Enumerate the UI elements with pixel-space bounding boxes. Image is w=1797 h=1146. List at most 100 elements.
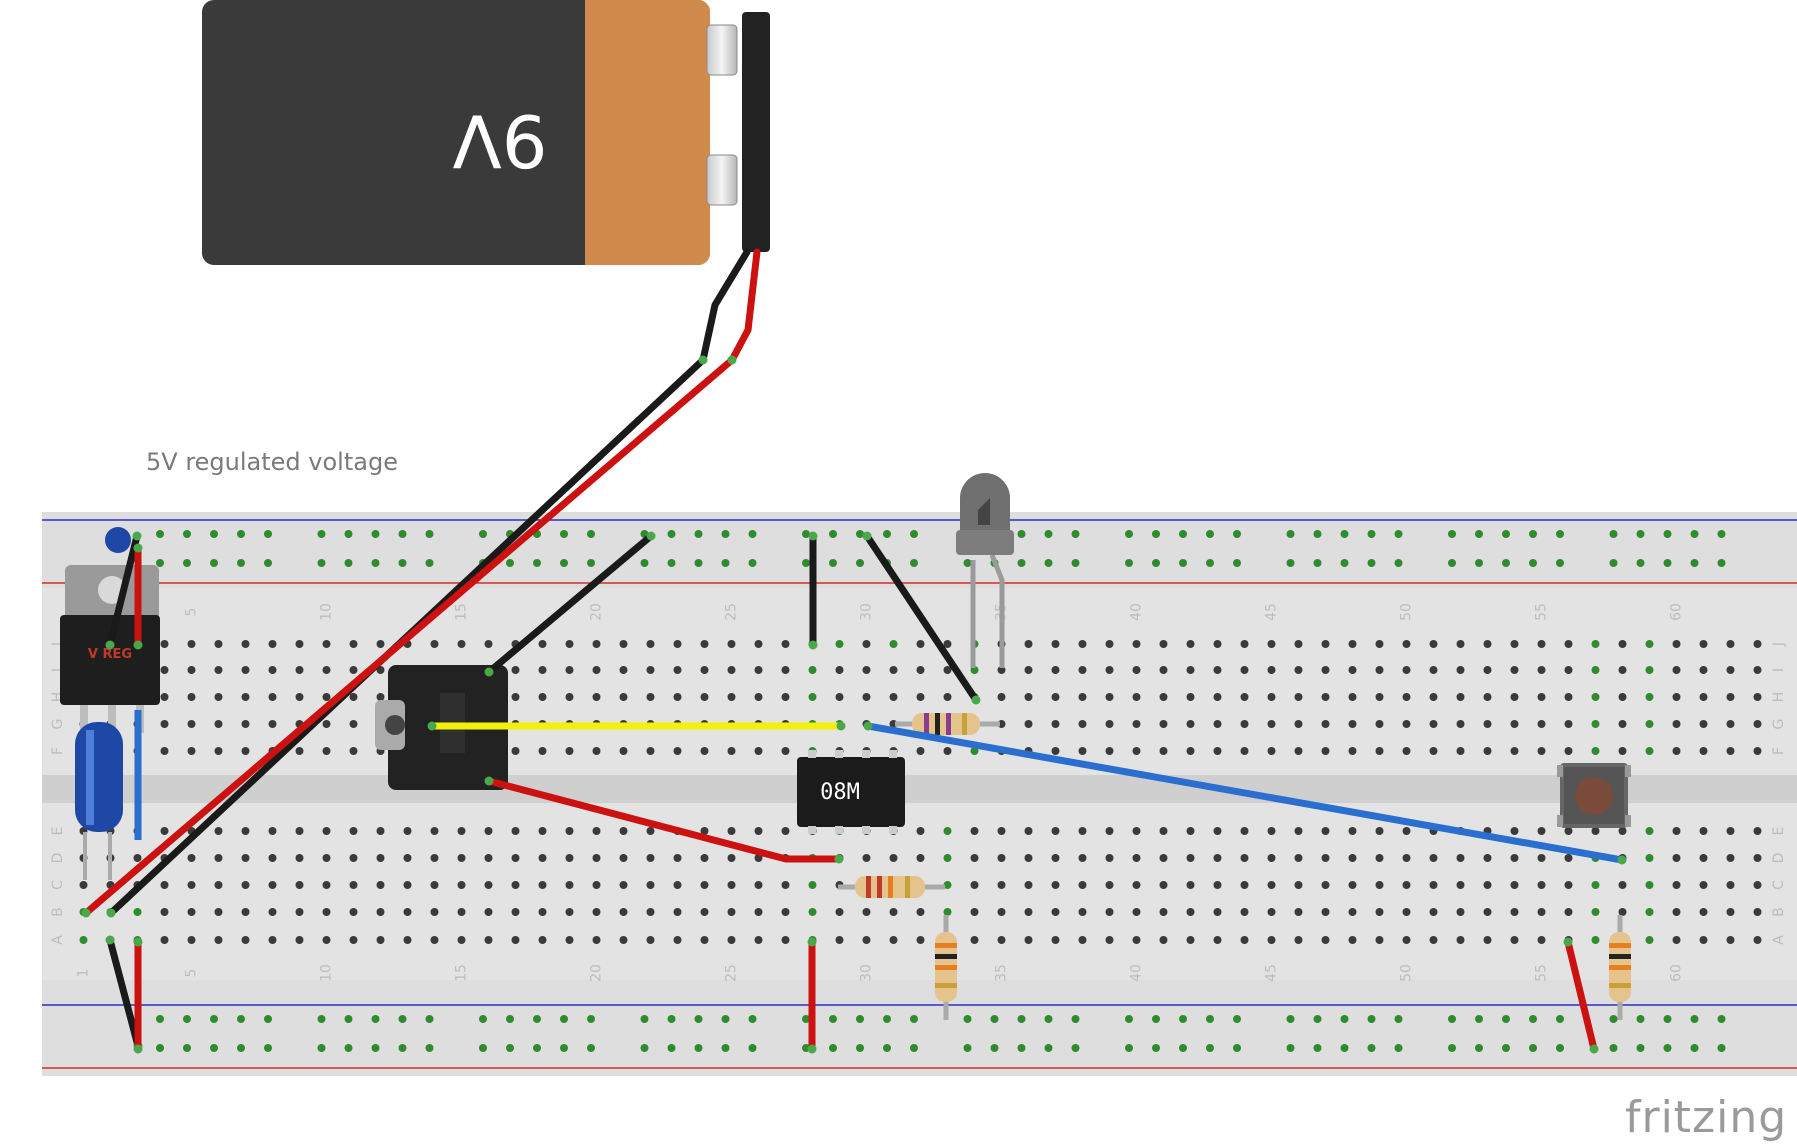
resistor-1[interactable] bbox=[895, 713, 1000, 735]
hole bbox=[1645, 693, 1654, 701]
wire-end bbox=[484, 667, 494, 677]
wire-end bbox=[105, 640, 115, 650]
hole bbox=[1051, 908, 1060, 916]
hole bbox=[187, 747, 196, 755]
rail-hole bbox=[829, 1015, 837, 1023]
hole bbox=[349, 881, 358, 889]
hole bbox=[619, 936, 628, 944]
hole bbox=[673, 747, 682, 755]
hole bbox=[1483, 666, 1492, 674]
hole bbox=[376, 666, 385, 674]
hole bbox=[565, 881, 574, 889]
hole bbox=[160, 881, 169, 889]
hole bbox=[1672, 693, 1681, 701]
hole bbox=[1618, 640, 1627, 648]
wire-end bbox=[698, 355, 708, 365]
hole bbox=[1483, 854, 1492, 862]
column-label: 25 bbox=[724, 964, 740, 982]
hole bbox=[214, 827, 223, 835]
hole bbox=[592, 827, 601, 835]
hole bbox=[241, 908, 250, 916]
rail-hole bbox=[479, 1015, 487, 1023]
hole bbox=[376, 854, 385, 862]
rail-hole bbox=[371, 530, 380, 538]
hole bbox=[862, 693, 871, 701]
hole bbox=[1483, 747, 1492, 755]
hole bbox=[1105, 936, 1114, 944]
rail-hole bbox=[560, 1044, 568, 1052]
hole bbox=[619, 666, 628, 674]
hole bbox=[295, 693, 304, 701]
hole bbox=[1159, 827, 1168, 835]
rail-hole bbox=[856, 530, 864, 538]
column-label: 50 bbox=[1399, 603, 1415, 621]
rail-hole bbox=[721, 559, 730, 567]
hole bbox=[1726, 747, 1735, 755]
electrolytic-capacitor[interactable] bbox=[75, 710, 142, 880]
hole bbox=[1321, 640, 1330, 648]
hole bbox=[538, 747, 547, 755]
rail-hole bbox=[156, 530, 164, 538]
hole bbox=[538, 693, 547, 701]
hole bbox=[1213, 720, 1222, 728]
hole bbox=[1618, 827, 1627, 835]
led[interactable] bbox=[956, 473, 1014, 668]
hole bbox=[1672, 666, 1681, 674]
rail-hole bbox=[1556, 530, 1564, 538]
rail-hole bbox=[1286, 1044, 1295, 1052]
hole bbox=[1591, 936, 1600, 944]
rail-hole bbox=[1340, 1044, 1349, 1052]
hole bbox=[214, 854, 223, 862]
hole bbox=[1672, 936, 1681, 944]
rail-hole bbox=[1044, 1044, 1053, 1052]
rail-hole bbox=[748, 1015, 757, 1023]
microcontroller-chip[interactable]: 08M bbox=[797, 750, 905, 834]
hole bbox=[1348, 881, 1357, 889]
rail-hole bbox=[1609, 1044, 1618, 1052]
hole bbox=[1699, 666, 1708, 674]
row-label: H bbox=[50, 692, 66, 703]
hole bbox=[187, 720, 196, 728]
hole bbox=[1429, 693, 1438, 701]
hole bbox=[1132, 827, 1141, 835]
row-label: F bbox=[1771, 747, 1787, 755]
hole bbox=[1618, 693, 1627, 701]
hole bbox=[646, 936, 655, 944]
hole bbox=[403, 881, 412, 889]
push-button[interactable] bbox=[1557, 763, 1631, 828]
hole bbox=[1132, 693, 1141, 701]
hole bbox=[1699, 747, 1708, 755]
hole bbox=[484, 881, 493, 889]
hole bbox=[1321, 881, 1330, 889]
hole bbox=[1159, 747, 1168, 755]
resistor-3[interactable] bbox=[935, 915, 957, 1020]
hole bbox=[1510, 720, 1519, 728]
rail-hole bbox=[1017, 530, 1026, 538]
hole bbox=[1645, 640, 1654, 648]
resistor-2[interactable] bbox=[838, 876, 945, 898]
hole bbox=[781, 827, 790, 835]
hole bbox=[538, 936, 547, 944]
hole bbox=[376, 908, 385, 916]
hole bbox=[1672, 908, 1681, 916]
hole bbox=[1726, 666, 1735, 674]
hole bbox=[1051, 854, 1060, 862]
hole bbox=[1267, 827, 1276, 835]
hole bbox=[997, 881, 1006, 889]
hole bbox=[1024, 693, 1033, 701]
hole bbox=[1483, 720, 1492, 728]
resistor-4[interactable] bbox=[1609, 915, 1631, 1020]
hole bbox=[322, 936, 331, 944]
hole bbox=[511, 666, 520, 674]
hole bbox=[754, 640, 763, 648]
wire-end bbox=[646, 531, 656, 541]
rail-hole bbox=[210, 559, 218, 567]
row-label: J bbox=[1771, 642, 1787, 647]
hole bbox=[1456, 881, 1465, 889]
hole bbox=[1213, 666, 1222, 674]
hole bbox=[1672, 827, 1681, 835]
battery-9v[interactable]: 9V bbox=[202, 0, 770, 265]
hole bbox=[1753, 936, 1762, 944]
rail-hole bbox=[371, 1044, 380, 1052]
